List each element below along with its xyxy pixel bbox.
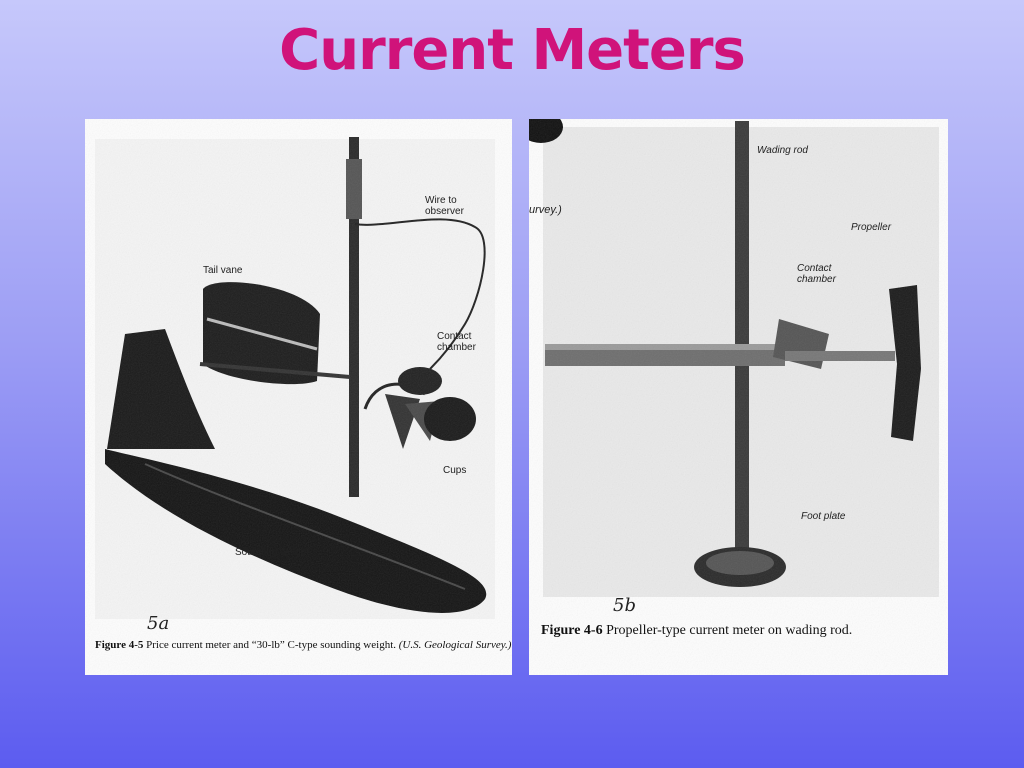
figure-caption-4-5: Figure 4-5 Price current meter and “30-l…	[95, 639, 511, 651]
label-propeller: Propeller	[851, 222, 892, 233]
label-foot-plate: Foot plate	[801, 511, 846, 522]
caption-text: Price current meter and “30-lb” C-type s…	[146, 639, 396, 651]
label-wire-to-observer: Wire to observer	[425, 195, 464, 217]
label-cups: Cups	[443, 465, 467, 476]
figure-price-current-meter: Tail vane Wire to observer Contact chamb…	[85, 119, 512, 675]
label-survey-fragment: urvey.)	[529, 204, 562, 216]
label-tail-vane: Tail vane	[203, 265, 243, 276]
caption-prefix: Figure 4-5	[95, 639, 144, 651]
label-contact-chamber: Contact chamber	[437, 331, 476, 353]
label-sounding-weight: Sounding weight	[235, 547, 309, 558]
caption-source: (U.S. Geological Survey.)	[398, 639, 512, 651]
figure-propeller-current-meter: urvey.) Wading rod Propeller Contact cha…	[529, 119, 948, 675]
label-contact-chamber-b: Contact chamber	[797, 263, 836, 285]
label-wading-rod: Wading rod	[757, 145, 808, 156]
caption-text-b: Propeller-type current meter on wading r…	[606, 623, 853, 638]
slide-title: Current Meters	[279, 18, 746, 83]
propeller-meter-illustration	[529, 119, 948, 675]
price-meter-illustration	[85, 119, 512, 675]
handwritten-note-5a: 5a	[147, 613, 170, 634]
caption-prefix-b: Figure 4-6	[541, 623, 603, 638]
figure-caption-4-6: Figure 4-6 Propeller-type current meter …	[541, 623, 852, 639]
handwritten-note-5b: 5b	[613, 595, 636, 616]
